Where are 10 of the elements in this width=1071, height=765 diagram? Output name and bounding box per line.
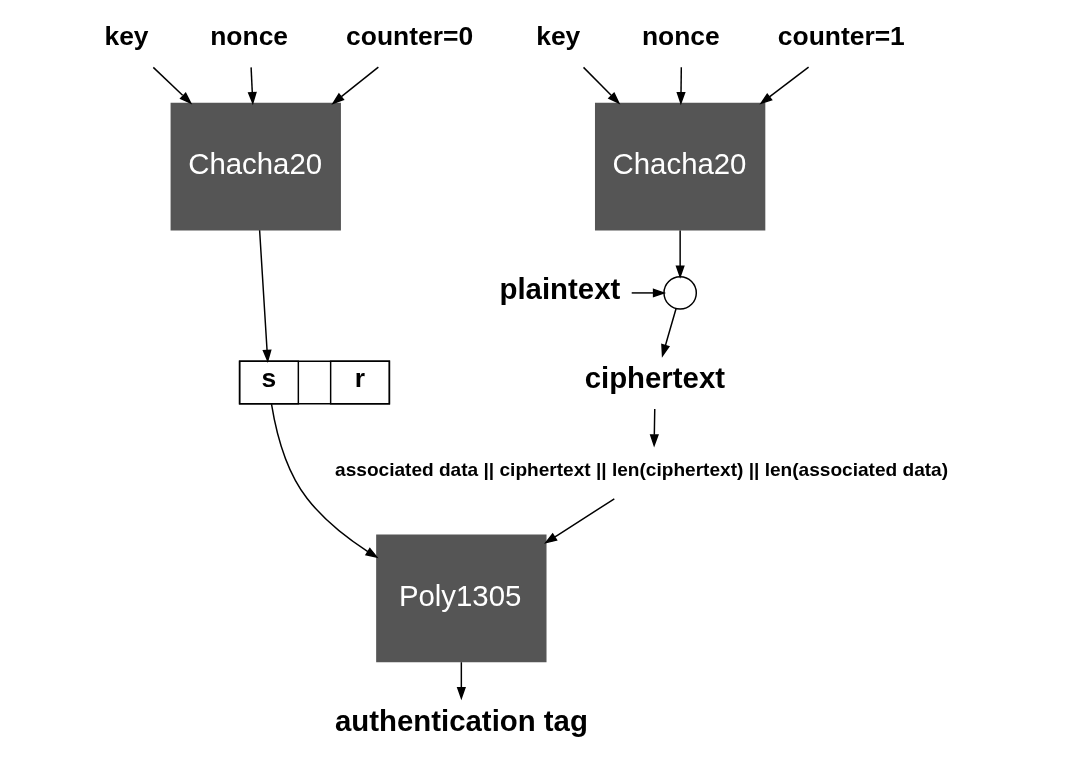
node-text: counter=1 — [777, 21, 905, 52]
node-text: key — [104, 21, 149, 52]
node-text: authentication tag — [335, 703, 588, 737]
node-text: nonce — [210, 21, 289, 52]
node-text: key — [536, 21, 581, 52]
node-text: plaintext — [499, 271, 621, 305]
node-text: associated data || ciphertext || len(ciphertext) || len(associated data) — [335, 458, 949, 480]
node-text: nonce — [641, 21, 720, 52]
node-text: ciphertext — [584, 361, 726, 395]
node-text: counter=0 — [346, 21, 474, 52]
